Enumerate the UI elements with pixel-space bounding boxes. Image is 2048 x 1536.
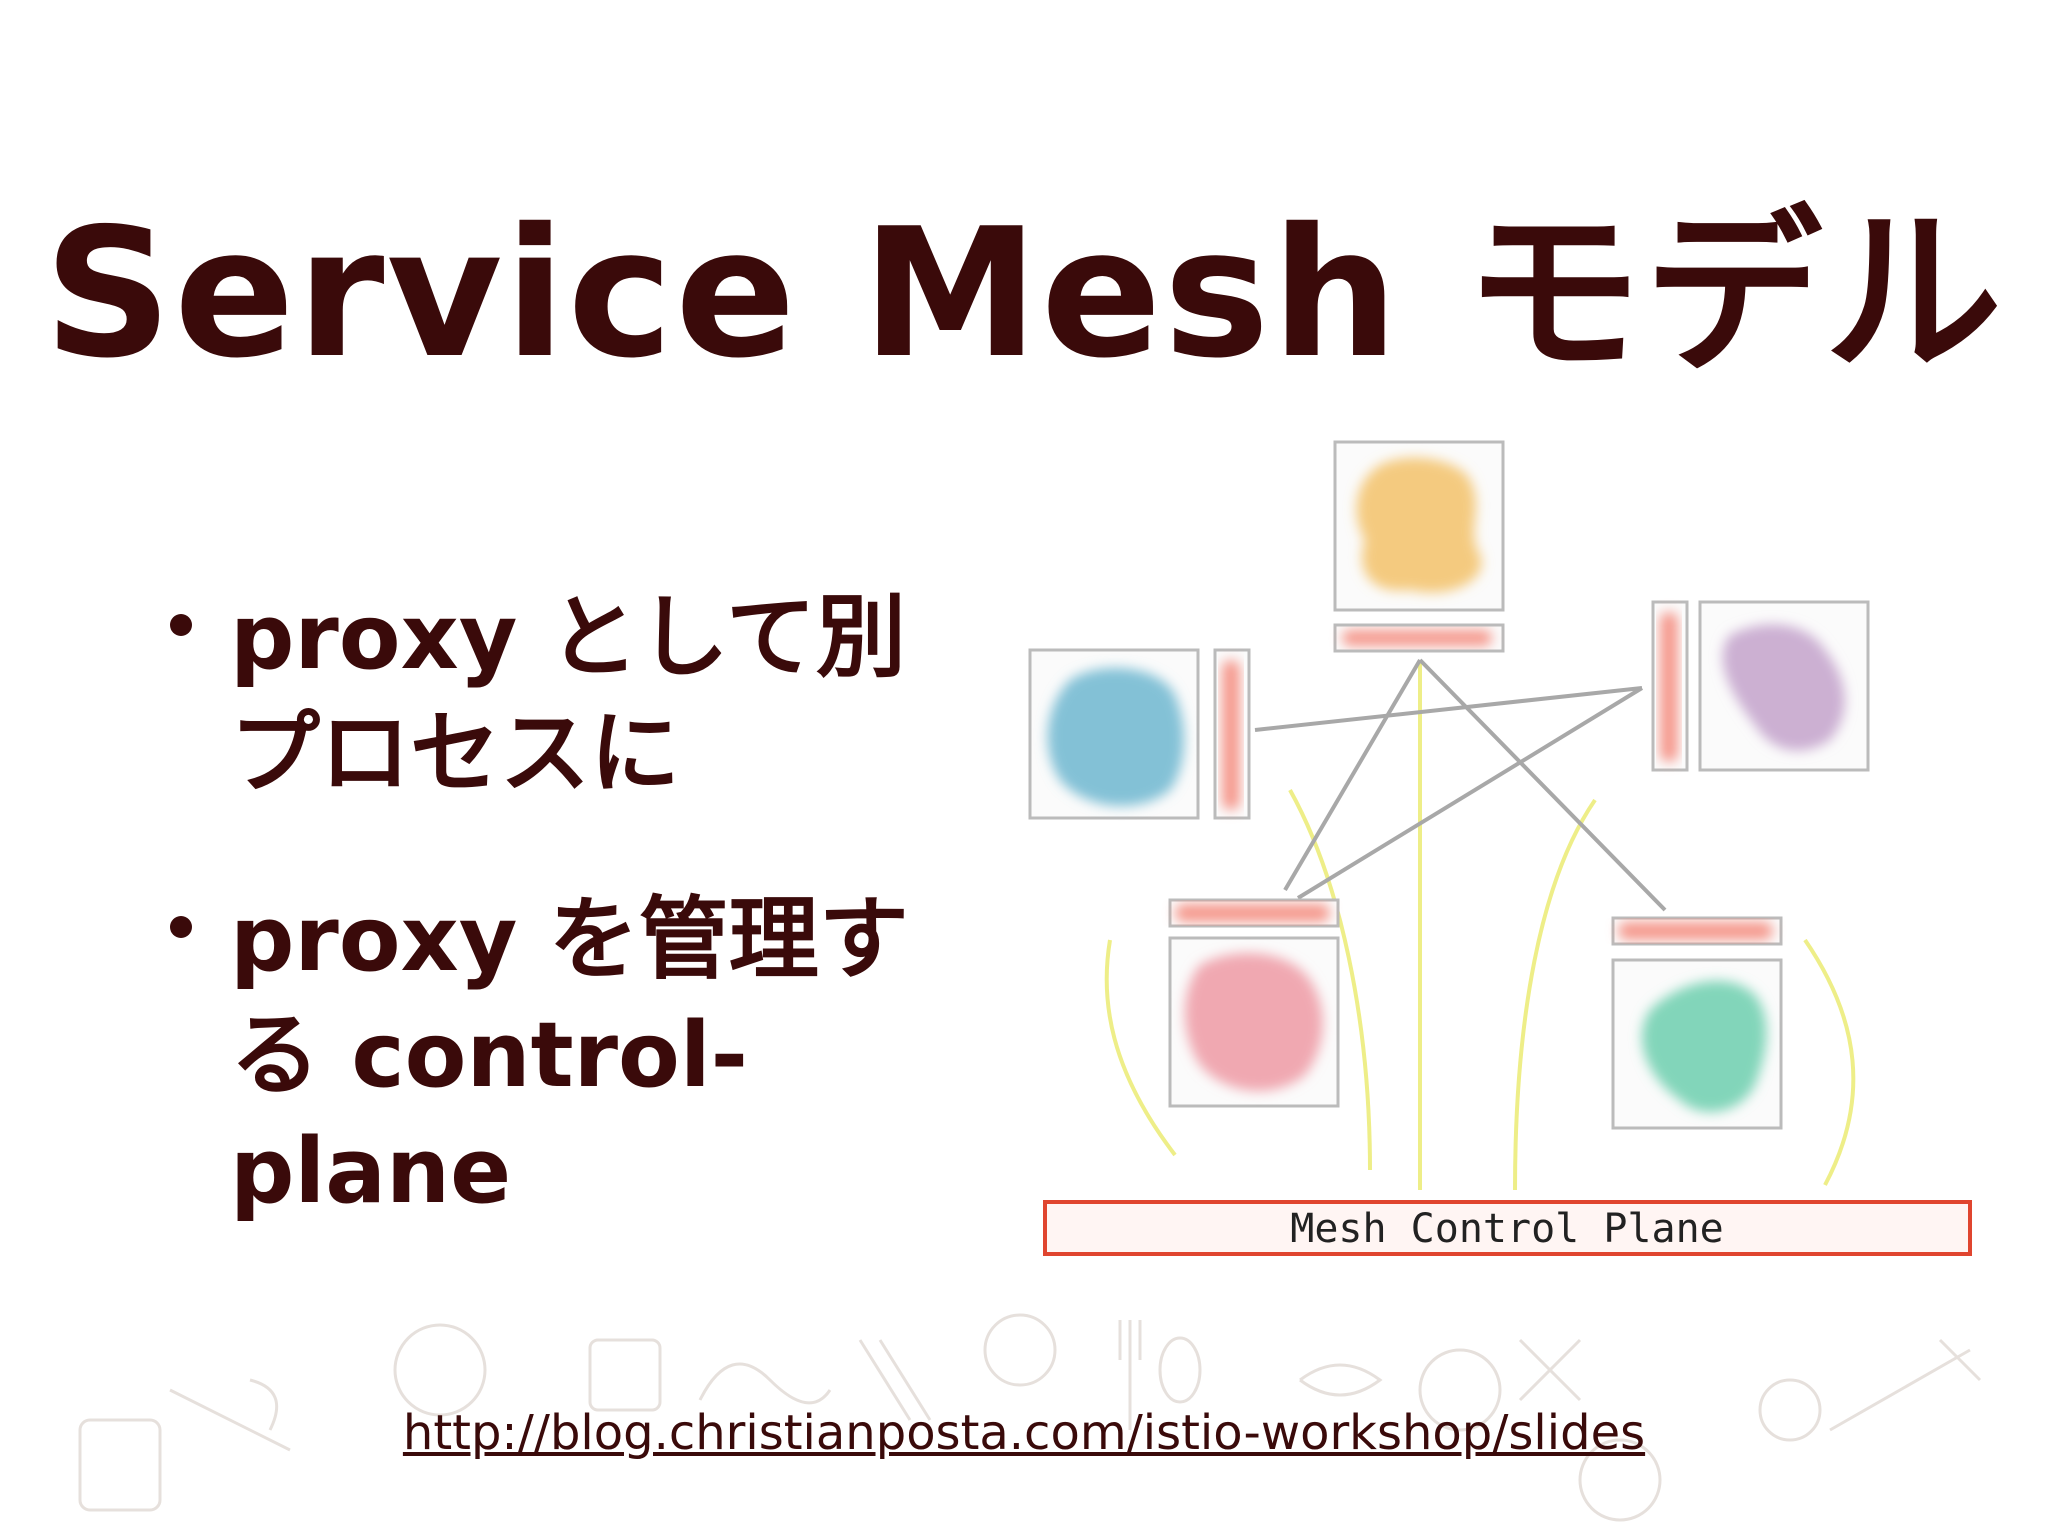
mesh-link [1296, 686, 1644, 900]
kitchen-utensils-decoration [78, 1313, 1982, 1522]
proxy-bar [1618, 922, 1773, 940]
service-mesh-diagram: Mesh Control Plane [1028, 440, 1972, 1256]
control-plane-label: Mesh Control Plane [1290, 1206, 1723, 1252]
control-link [1288, 789, 1372, 1171]
bullet-dot-icon [170, 916, 192, 938]
bullet-text-line: る control- [230, 1003, 749, 1108]
bullet-text-line: proxy として別 [230, 585, 906, 690]
slide-title: Service Mesh モデル [43, 190, 2005, 397]
bullet-dot-icon [170, 614, 192, 636]
bullet-item: proxy を管理す る control- plane [150, 882, 950, 1230]
mesh-links [1254, 658, 1667, 912]
service-blob-left [1047, 668, 1185, 807]
bullet-item: proxy として別 プロセスに [150, 580, 950, 812]
proxy-bar [1175, 904, 1330, 922]
proxy-bar [1342, 630, 1492, 646]
service-blob-top [1356, 457, 1482, 593]
source-url-link[interactable]: http://blog.christianposta.com/istio-wor… [402, 1405, 1646, 1461]
control-link [1803, 938, 1856, 1186]
proxy-bar [1222, 660, 1240, 810]
proxy-bar [1660, 612, 1678, 762]
service-blob-right [1722, 624, 1845, 751]
mesh-link [1254, 686, 1643, 732]
bullet-list: proxy として別 プロセスに proxy を管理す る control- p… [150, 580, 950, 1300]
bullet-text-line: proxy を管理す [230, 887, 909, 992]
control-link [1513, 798, 1597, 1191]
service-blob-bottom-right [1641, 980, 1767, 1112]
control-link [1104, 939, 1177, 1157]
mesh-link [1418, 658, 1667, 912]
control-links [1104, 660, 1856, 1191]
bullet-text-line: プロセスに [230, 701, 680, 806]
service-blob-bottom-left [1185, 953, 1323, 1092]
mesh-link [1283, 658, 1422, 892]
control-plane-bar [1043, 1200, 1972, 1256]
bullet-text-line: plane [230, 1119, 512, 1224]
